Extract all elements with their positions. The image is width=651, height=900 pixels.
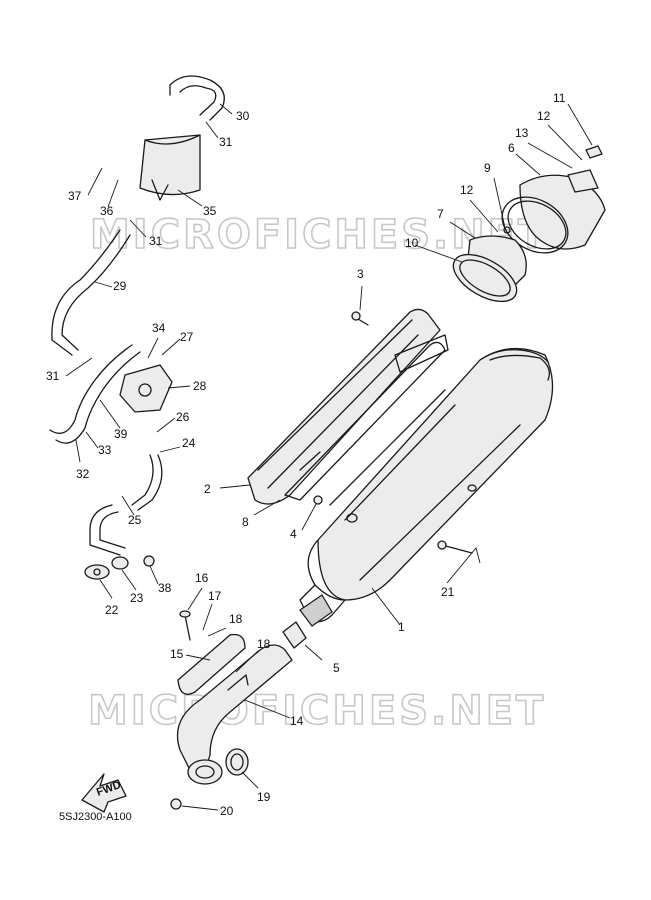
callout-labels: 1 2 3 4 5 6 7 8 9 10 11 12 12 13 14 15 1… bbox=[46, 91, 566, 818]
callout-23: 23 bbox=[130, 591, 144, 605]
bolt-4 bbox=[313, 495, 323, 505]
exhaust-gasket bbox=[225, 748, 249, 776]
gasket-22 bbox=[84, 564, 110, 580]
callout-26: 26 bbox=[176, 410, 190, 424]
callout-18b: 18 bbox=[257, 637, 271, 651]
callout-3: 3 bbox=[357, 267, 364, 281]
callout-31c: 31 bbox=[46, 369, 60, 383]
air-canister bbox=[139, 134, 201, 201]
callout-32: 32 bbox=[76, 467, 90, 481]
callout-12b: 12 bbox=[460, 183, 474, 197]
callout-4: 4 bbox=[290, 527, 297, 541]
callout-36: 36 bbox=[100, 204, 114, 218]
bolt-3 bbox=[351, 311, 369, 326]
callout-17: 17 bbox=[208, 589, 222, 603]
callout-27: 27 bbox=[180, 330, 194, 344]
callout-9: 9 bbox=[484, 161, 491, 175]
callout-16: 16 bbox=[195, 571, 209, 585]
fwd-arrow-icon: FWD bbox=[81, 773, 127, 813]
muffler-protector bbox=[247, 308, 449, 505]
hose-30 bbox=[169, 75, 225, 121]
inner-protector bbox=[284, 341, 446, 501]
reed-valve bbox=[119, 364, 173, 413]
leader-lines bbox=[65, 103, 593, 811]
callout-12a: 12 bbox=[537, 109, 551, 123]
watermark-bottom: MICROFICHES.NET bbox=[88, 688, 546, 734]
callout-11: 11 bbox=[553, 91, 566, 105]
callout-33: 33 bbox=[98, 443, 112, 457]
hose-32 bbox=[49, 344, 141, 444]
joint-clamp bbox=[282, 594, 333, 649]
callout-20: 20 bbox=[220, 804, 234, 818]
callout-8: 8 bbox=[242, 515, 249, 529]
callout-24: 24 bbox=[182, 436, 196, 450]
callout-34: 34 bbox=[152, 321, 166, 335]
callout-38: 38 bbox=[158, 581, 172, 595]
callout-25: 25 bbox=[128, 513, 142, 527]
diagram-code: 5SJ2300-A100 bbox=[59, 811, 132, 823]
callout-21: 21 bbox=[441, 585, 455, 599]
callout-6: 6 bbox=[508, 141, 515, 155]
callout-19: 19 bbox=[257, 790, 271, 804]
callout-18a: 18 bbox=[229, 612, 243, 626]
callout-14: 14 bbox=[290, 714, 304, 728]
callout-28: 28 bbox=[193, 379, 207, 393]
bolt-21 bbox=[437, 540, 473, 554]
callout-37: 37 bbox=[68, 189, 82, 203]
pipe-24 bbox=[131, 454, 163, 511]
callout-15: 15 bbox=[170, 647, 184, 661]
washer-20 bbox=[170, 798, 182, 810]
bolt-16 bbox=[179, 610, 191, 641]
end-cap-assembly bbox=[452, 169, 606, 303]
callout-13: 13 bbox=[515, 126, 529, 140]
callout-10: 10 bbox=[405, 236, 419, 250]
callout-5: 5 bbox=[333, 661, 340, 675]
callout-35: 35 bbox=[203, 204, 217, 218]
bolt-11 bbox=[585, 145, 603, 159]
hose-29 bbox=[51, 229, 131, 356]
callout-31a: 31 bbox=[219, 135, 233, 149]
washer-38 bbox=[143, 555, 155, 567]
callout-22: 22 bbox=[105, 603, 119, 617]
callout-31b: 31 bbox=[149, 234, 163, 248]
callout-30: 30 bbox=[236, 109, 250, 123]
callout-2: 2 bbox=[204, 482, 211, 496]
exhaust-pipe bbox=[176, 633, 293, 785]
callout-29: 29 bbox=[113, 279, 127, 293]
callout-39: 39 bbox=[114, 427, 128, 441]
callout-7: 7 bbox=[437, 207, 444, 221]
air-pipe-23 bbox=[89, 504, 129, 570]
callout-1: 1 bbox=[398, 620, 405, 634]
